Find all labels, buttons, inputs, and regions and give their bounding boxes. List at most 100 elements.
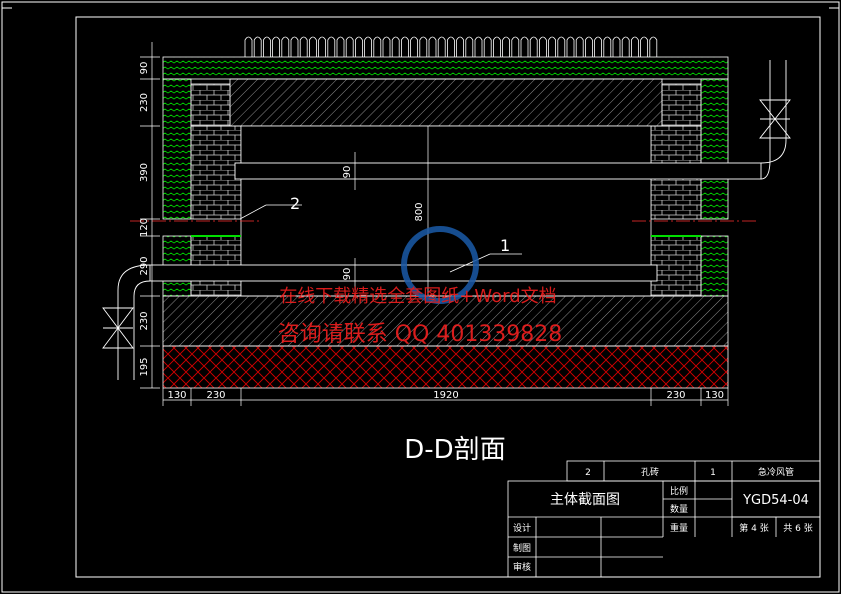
heating-coil-loop [548,36,556,57]
heating-coil-loop [410,36,418,57]
heating-coil-loop [299,36,308,57]
heating-coil-loop [502,36,510,57]
left-pipe-bend-inner [133,280,151,380]
heating-coil-loop [336,36,345,57]
part-no-2: 2 [585,468,591,478]
heating-coil-loop [281,36,290,57]
heating-coil-loop [456,36,464,57]
heating-coil-loop [621,36,630,57]
watermark-line-2: 咨询请联系 QQ 401339828 [278,322,563,347]
right-brick-wall-lower [650,235,702,297]
left-dim-value: 230 [139,311,150,330]
right-valve-icon [759,99,791,139]
sheet-total: 共 6 张 [783,523,812,534]
bottom-base-layer [162,345,729,389]
sheet-inner-frame [75,16,821,578]
heating-coil-loop [364,36,372,57]
heating-coil-loop [253,36,262,57]
bottom-dim-value: 1920 [433,390,458,401]
right-pipe-bend-inner [760,60,771,180]
heating-coil-loop [401,36,409,57]
left-dim-value: 120 [139,218,150,237]
top-insulation-layer [162,56,729,80]
sheet-number: 第 4 张 [739,522,768,534]
heating-coils [244,36,658,57]
top-refractory-layer [229,78,663,127]
heating-coil-loop [640,36,648,57]
heating-coil-loop [382,36,391,57]
part-no-1: 1 [710,468,716,478]
heating-coil-loop [263,36,271,57]
heating-coil-loop [585,36,593,57]
drawing-name: 主体截面图 [550,492,620,508]
review-label: 审核 [513,561,531,573]
left-dim-value: 390 [139,163,150,182]
heating-coil-loop [594,36,602,57]
right-outer-insulation-lower [700,235,729,297]
callout-2-label: 2 [290,194,300,213]
left-pipe-bend-outer [117,264,151,380]
heating-coil-loop [483,36,492,57]
heating-coil-loop [493,36,501,57]
right-outer-insulation [700,78,729,220]
section-title: D-D剖面 [404,435,505,465]
design-label: 设计 [513,522,531,534]
left-dim-value: 290 [139,256,150,275]
left-dim-value: 90 [139,62,150,75]
watermark-logo-icon [401,226,479,304]
heating-coil-loop [566,36,575,57]
watermark: 在线下载精选全套图纸+Word文档 咨询请联系 QQ 401339828 [278,226,563,347]
title-block [507,460,821,578]
heating-coil-loop [447,36,455,57]
dim-90-lower-text: 90 [342,268,353,281]
heating-coil-loop [290,36,299,57]
heating-coil-loop [373,36,382,57]
heating-coil-loop [272,36,280,57]
bottom-dim-value: 130 [705,390,724,401]
dim-800-text: 800 [414,202,425,221]
right-top-brick [661,83,702,127]
bottom-refractory-layer [162,295,729,347]
callout-1-label: 1 [500,236,510,255]
left-brick-wall-upper [190,125,242,220]
heating-coil-loop [557,36,566,57]
heating-coil-loop [309,36,317,57]
heating-coil-loop [428,36,437,57]
heating-coil-loop [649,36,658,57]
heating-coil-loop [345,36,354,57]
bottom-dim-value: 230 [666,390,685,401]
left-outer-insulation [162,78,192,220]
heating-coil-loop [474,36,483,57]
part-name-2: 孔砖 [641,466,659,478]
heating-coil-loop [529,36,538,57]
callout-1-leader [449,253,491,273]
quantity-label: 数量 [670,503,688,515]
heating-coil-loop [575,36,584,57]
left-top-brick [190,83,231,127]
scale-label: 比例 [670,485,688,497]
weight-label: 重量 [670,522,688,534]
heating-coil-loop [603,36,612,57]
heating-coil-loop [318,36,326,57]
watermark-line-1: 在线下载精选全套图纸+Word文档 [279,286,556,307]
heating-coil-loop [419,36,428,57]
heating-coil-loop [539,36,547,57]
heating-coil-loop [244,36,253,57]
bottom-dim-value: 230 [206,390,225,401]
upper-cooling-pipe [234,162,762,180]
heating-coil-loop [391,36,400,57]
heating-coil-loop [465,36,474,57]
callout-2-leader [239,204,267,220]
part-name-1: 急冷风管 [758,466,794,478]
draw-label: 制图 [513,542,531,554]
drawing-number: YGD54-04 [742,493,809,508]
heating-coil-loop [631,36,639,57]
right-pipe-bend-outer [760,60,787,164]
heating-coil-loop [520,36,529,57]
heating-coil-loop [437,36,446,57]
